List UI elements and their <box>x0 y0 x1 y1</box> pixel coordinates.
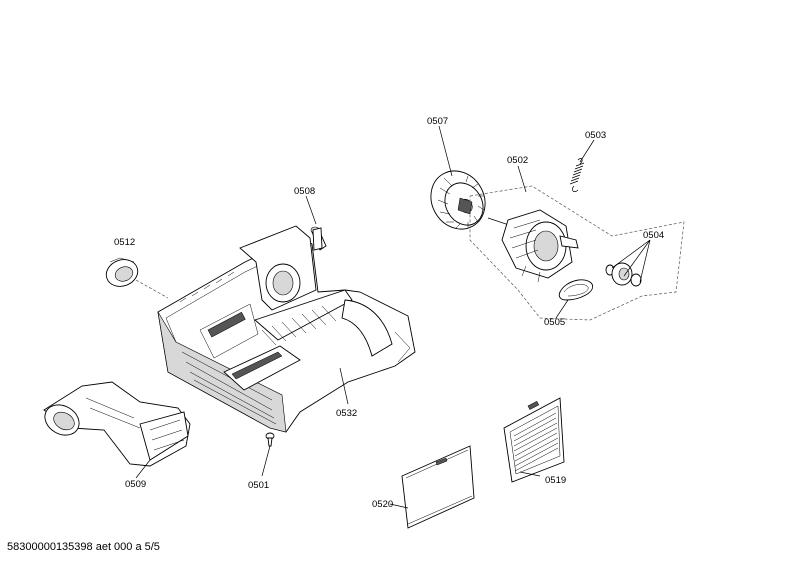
part-0504-pulley <box>605 262 642 287</box>
label-0505: 0505 <box>544 317 565 328</box>
part-0503-spring <box>569 158 585 192</box>
label-0519: 0519 <box>545 475 566 486</box>
label-0512: 0512 <box>114 237 135 248</box>
leader-0512 <box>135 279 169 299</box>
document-id-text: 58300000135398 aet 000 a 5/5 <box>7 541 160 553</box>
part-0532-base-frame <box>157 225 416 433</box>
label-0502: 0502 <box>507 155 528 166</box>
part-0501-screw <box>265 432 275 447</box>
part-0508-pin <box>310 226 327 251</box>
part-0507-fan-wheel <box>430 170 486 230</box>
label-0520: 0520 <box>372 499 393 510</box>
label-0503: 0503 <box>585 130 606 141</box>
part-0502-motor <box>487 209 579 283</box>
label-0509: 0509 <box>125 479 146 490</box>
label-0507: 0507 <box>427 116 448 127</box>
part-0520-panel <box>401 445 475 529</box>
part-0509-air-duct <box>43 381 191 467</box>
label-0508: 0508 <box>294 186 315 197</box>
label-0501: 0501 <box>248 480 269 491</box>
part-0512-ring <box>105 257 139 287</box>
leader-lines <box>135 125 651 509</box>
part-0505-belt <box>558 279 594 301</box>
label-0532: 0532 <box>336 408 357 419</box>
motor-assembly-outline <box>469 185 685 321</box>
part-0519-grille <box>503 397 565 483</box>
label-0504: 0504 <box>643 230 664 241</box>
